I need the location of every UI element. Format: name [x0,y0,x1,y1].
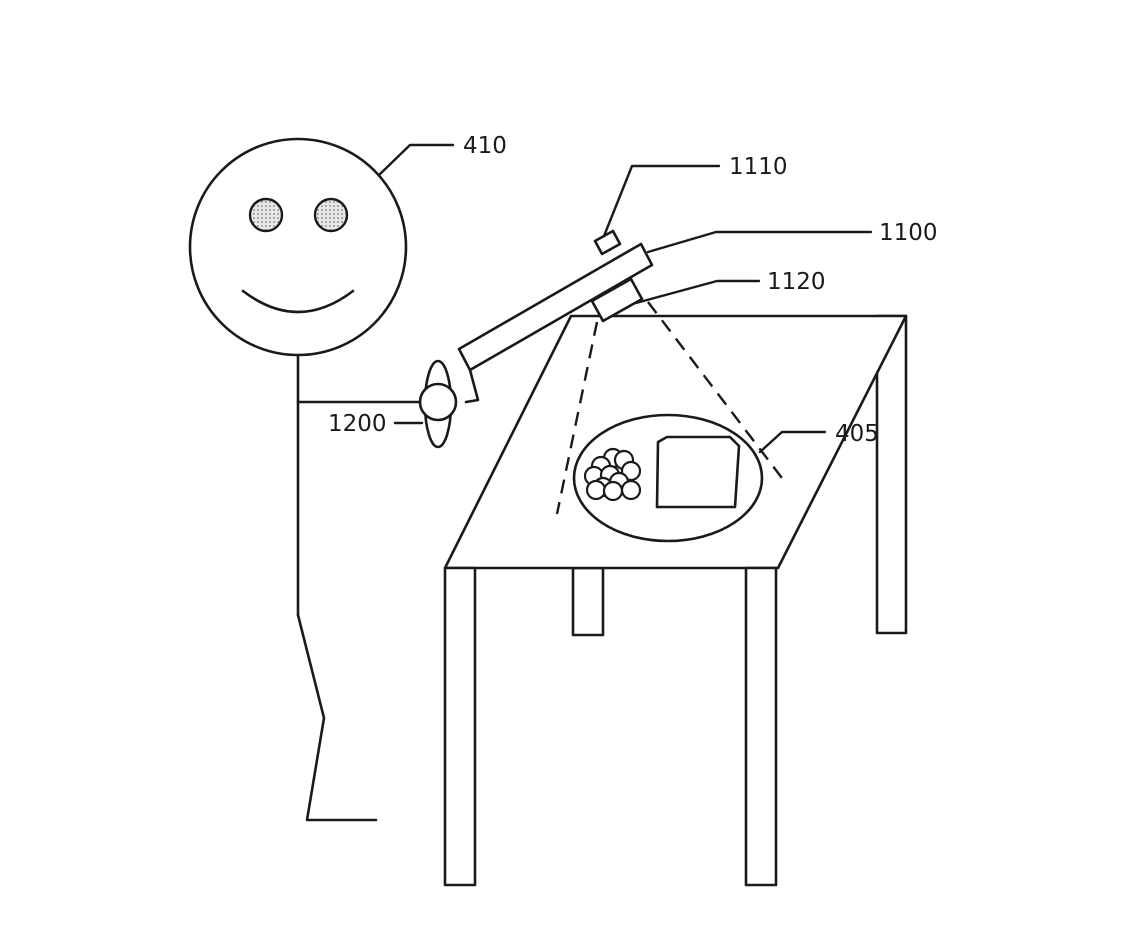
person [190,139,420,820]
food-sandwich [657,437,739,507]
label-1100: 1100 [879,220,938,246]
table [445,316,906,885]
person-head [190,139,406,355]
person-smile [243,291,353,312]
label-410: 410 [463,133,507,159]
handle-knob [420,384,456,420]
table-leg-back-left [573,568,603,635]
label-1200: 1200 [328,411,387,437]
leader-1100 [648,232,871,252]
person-right-eye [315,199,347,231]
leader-1120 [636,281,759,303]
person-left-eye [250,199,282,231]
device-joint [466,370,478,402]
table-leg-front-right [746,568,776,885]
label-1120: 1120 [767,269,826,295]
label-405: 405 [835,421,879,447]
table-leg-front-left [445,568,475,885]
leader-1110 [604,166,719,236]
label-1110: 1110 [729,154,788,180]
handle [420,361,456,447]
person-leg [298,615,376,820]
leader-410 [379,145,453,175]
device-top-part [595,231,620,254]
